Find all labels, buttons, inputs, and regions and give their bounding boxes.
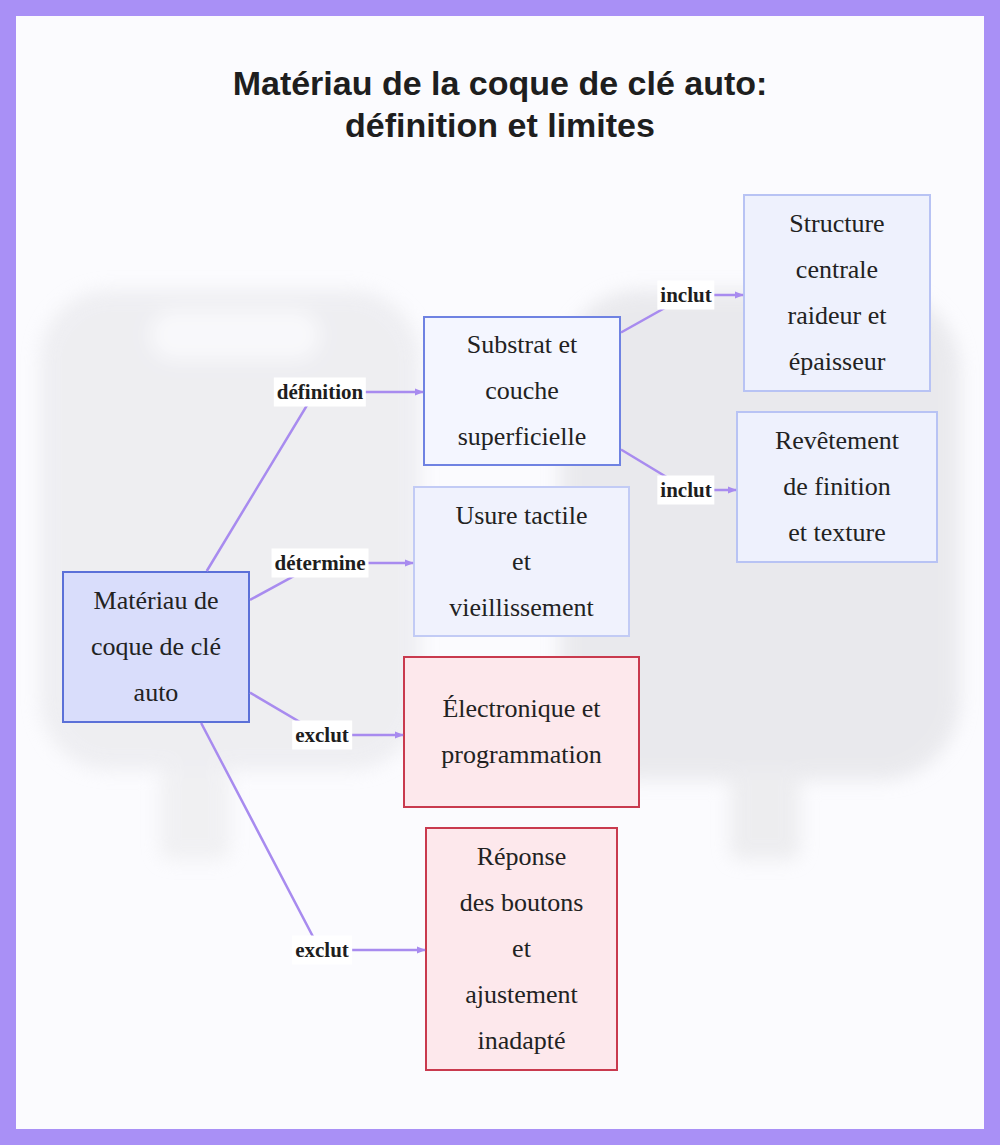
node-label: Électronique et programmation xyxy=(436,686,608,778)
key-fob-shape xyxy=(40,290,420,770)
node-label: Usure tactile et vieillissement xyxy=(448,493,595,631)
key-blade xyxy=(160,770,230,860)
concept-box: Usure tactile et vieillissement xyxy=(413,486,630,637)
key-blade xyxy=(730,770,800,860)
node-label: Réponse des boutons et ajustement inadap… xyxy=(458,834,585,1064)
edge-label: exclut xyxy=(292,936,352,965)
concept-box: Substrat et couche superficielle xyxy=(423,316,621,466)
edge-label: exclut xyxy=(292,721,352,750)
node-label: Matériau de coque de clé auto xyxy=(81,578,231,716)
key-ring-hole xyxy=(150,310,320,360)
concept-box: Structure centrale raideur et épaisseur xyxy=(743,194,931,392)
connector-arrow xyxy=(201,723,425,950)
diagram-title: Matériau de la coque de clé auto: défini… xyxy=(170,62,830,146)
edge-label: inclut xyxy=(657,281,714,310)
node-label: Structure centrale raideur et épaisseur xyxy=(762,201,912,385)
concept-box: Réponse des boutons et ajustement inadap… xyxy=(425,827,618,1071)
connector-arrow xyxy=(207,392,423,571)
node-label: Substrat et couche superficielle xyxy=(433,322,611,460)
concept-box: Matériau de coque de clé auto xyxy=(62,571,250,723)
edge-label: définition xyxy=(274,378,366,407)
edge-label: inclut xyxy=(657,476,714,505)
node-label: Revêtement de finition et texture xyxy=(773,418,901,556)
concept-box: Électronique et programmation xyxy=(403,656,640,808)
concept-box: Revêtement de finition et texture xyxy=(736,411,938,563)
edge-label: détermine xyxy=(272,549,369,578)
